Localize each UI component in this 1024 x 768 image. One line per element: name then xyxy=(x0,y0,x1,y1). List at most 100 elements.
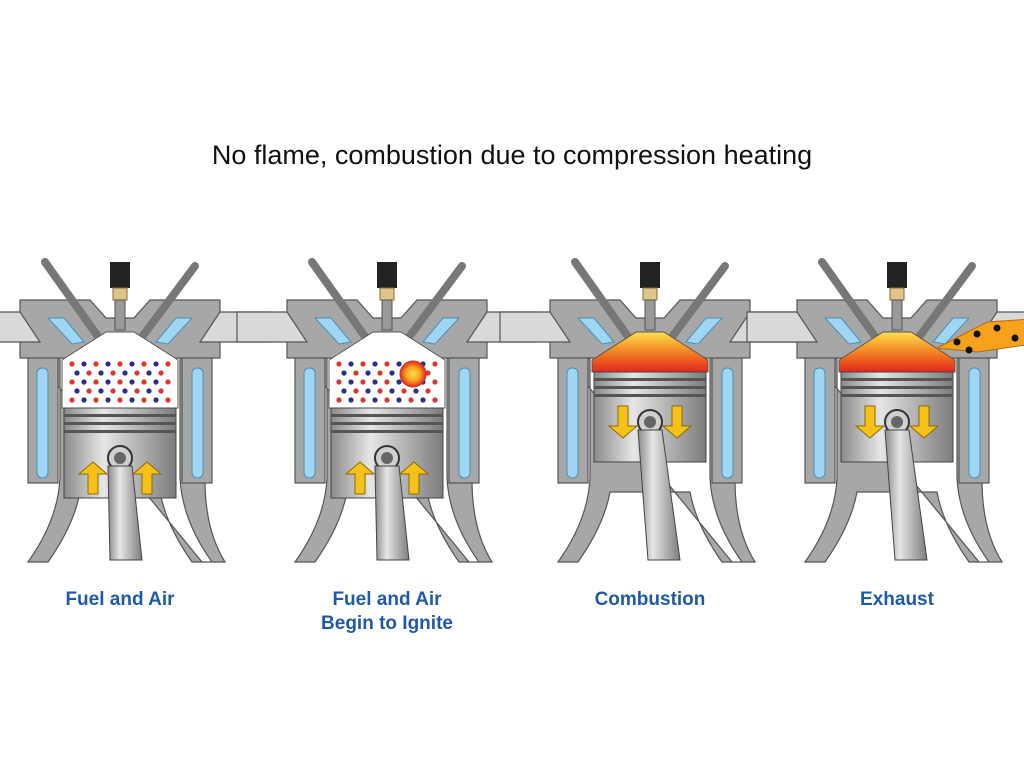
coolant-channel-left xyxy=(566,367,579,479)
air-particle xyxy=(105,361,111,367)
air-particle xyxy=(122,370,128,376)
air-particle xyxy=(81,379,87,385)
air-particle xyxy=(98,388,104,394)
ignition-spot xyxy=(399,360,427,388)
fuel-particle xyxy=(86,388,92,394)
arrow-down-icon xyxy=(854,405,886,439)
coolant-channel-left xyxy=(36,367,49,479)
spark-plug-insulator xyxy=(889,287,905,301)
fuel-particle xyxy=(336,379,342,385)
wrist-pin-center xyxy=(891,416,903,428)
air-particle xyxy=(74,388,80,394)
spark-plug-cap xyxy=(377,262,397,288)
fuel-particle xyxy=(432,361,438,367)
fuel-particle xyxy=(165,379,171,385)
arrow-up-icon xyxy=(77,461,109,495)
air-particle xyxy=(396,361,402,367)
intake-valve xyxy=(818,258,885,349)
air-particle xyxy=(105,397,111,403)
air-particle xyxy=(74,370,80,376)
exhaust-valve xyxy=(132,262,199,349)
fuel-particle xyxy=(384,397,390,403)
fuel-particle xyxy=(110,370,116,376)
connecting-rod xyxy=(374,465,410,561)
fuel-particle xyxy=(377,370,383,376)
fuel-particle xyxy=(360,397,366,403)
air-particle xyxy=(153,379,159,385)
coolant-channel-left xyxy=(813,367,826,479)
arrow-down-icon xyxy=(661,405,693,439)
fuel-particle xyxy=(86,370,92,376)
fuel-particle xyxy=(141,361,147,367)
fuel-particle xyxy=(408,397,414,403)
fuel-particle xyxy=(134,388,140,394)
air-particle xyxy=(389,388,395,394)
air-particle xyxy=(365,388,371,394)
piston-ring xyxy=(841,386,953,389)
fuel-particle xyxy=(158,370,164,376)
intake-port xyxy=(499,311,572,343)
caption-line: Exhaust xyxy=(860,589,934,610)
wrist-pin-center xyxy=(381,452,393,464)
piston-ring xyxy=(841,378,953,381)
fuel-particle xyxy=(425,388,431,394)
fuel-particle xyxy=(384,361,390,367)
air-particle xyxy=(129,361,135,367)
piston-ring xyxy=(331,430,443,433)
fuel-particle xyxy=(69,379,75,385)
fuel-particle xyxy=(360,361,366,367)
air-particle xyxy=(129,379,135,385)
spark-plug-body xyxy=(644,299,656,331)
connecting-rod xyxy=(107,465,143,561)
piston-ring xyxy=(594,378,706,381)
fuel-particle xyxy=(336,361,342,367)
exhaust-valve xyxy=(399,262,466,349)
air-particle xyxy=(341,370,347,376)
intake-valve xyxy=(571,258,638,349)
fuel-particle xyxy=(69,397,75,403)
coolant-channel-right xyxy=(191,367,204,479)
fuel-particle xyxy=(377,388,383,394)
connecting-rod xyxy=(637,429,681,561)
air-particle xyxy=(348,397,354,403)
piston-ring xyxy=(64,414,176,417)
caption-exhaust: Exhaust xyxy=(787,588,1007,612)
wrist-pin-center xyxy=(644,416,656,428)
fuel-particle xyxy=(432,397,438,403)
exhaust-particle xyxy=(953,338,961,346)
spark-plug-body xyxy=(114,299,126,331)
head-coolant-left xyxy=(823,317,862,345)
piston-ring xyxy=(331,414,443,417)
fuel-particle xyxy=(336,397,342,403)
fuel-particle xyxy=(134,370,140,376)
coolant-channel-right xyxy=(721,367,734,479)
fuel-particle xyxy=(360,379,366,385)
arrow-down-icon xyxy=(607,405,639,439)
air-particle xyxy=(420,397,426,403)
arrow-up-icon xyxy=(398,461,430,495)
fuel-particle xyxy=(93,379,99,385)
air-particle xyxy=(98,370,104,376)
fuel-particle xyxy=(425,370,431,376)
spark-plug-cap xyxy=(887,262,907,288)
coolant-channel-right xyxy=(458,367,471,479)
fuel-particle xyxy=(401,388,407,394)
air-particle xyxy=(81,361,87,367)
engine-stage-exhaust xyxy=(746,258,1024,563)
caption-line: Combustion xyxy=(594,589,706,610)
air-particle xyxy=(341,388,347,394)
air-particle xyxy=(122,388,128,394)
combustion-chamber xyxy=(591,331,709,373)
air-particle xyxy=(396,379,402,385)
spark-plug-cap xyxy=(640,262,660,288)
spark-plug-insulator xyxy=(642,287,658,301)
combustion-chamber xyxy=(838,331,956,373)
spark-plug-insulator xyxy=(379,287,395,301)
air-particle xyxy=(372,379,378,385)
air-particle xyxy=(389,370,395,376)
air-particle xyxy=(348,361,354,367)
fuel-particle xyxy=(117,397,123,403)
head-coolant-left xyxy=(313,317,352,345)
